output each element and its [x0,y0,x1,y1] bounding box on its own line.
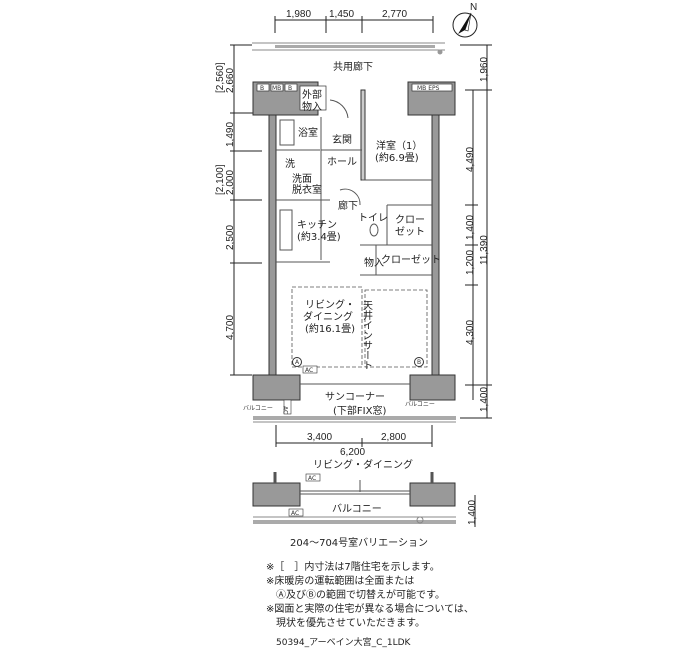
western-room-size: (約6.9畳) [375,151,419,164]
dim-right-6: 1,400 [479,387,490,412]
variation-caption: 204〜704号室バリエーション [290,536,428,549]
compass-label: N [470,2,477,13]
washer-label: 洗 [285,158,295,170]
dim-top-2: 1,450 [329,9,354,20]
outdoor-storage-label-1: 外部 [302,88,322,101]
zone-b-label: B [417,359,421,366]
balcony-railing [253,416,456,423]
north-compass-icon [452,12,478,38]
mb-label: MB [272,85,281,92]
right-dimension-line [460,44,492,419]
zone-a-label: A [295,359,300,366]
note-1: ※［ ］内寸法は7階住宅を示します。 [266,562,440,573]
balcony-left-label: バルコニー [243,405,273,412]
variation-dimension: 1,400 [467,500,478,525]
dim-left-3b: 2,000 [225,170,236,195]
western-room-label: 洋室（1） [376,139,422,152]
variation-living-label: リビング・ダイニング [313,458,413,471]
bathroom-label: 浴室 [298,126,318,139]
b-label-1: B [260,85,264,92]
dim-left-2: 1,490 [225,122,236,147]
storage-label: 物入 [364,256,384,269]
hallway-label: 廊下 [338,199,358,212]
left-dimension-line [230,44,262,376]
corridor-label: 共用廊下 [333,60,373,73]
living-size: (約16.1畳) [305,322,355,335]
entrance-label: 玄関 [332,133,352,146]
note-4: ※図面と実際の住宅が異なる場合については、 [266,604,474,615]
dim-right-4: 1,200 [465,250,476,275]
closet-1-label-2: ゼット [395,226,425,238]
dim-right-1: 1,960 [479,57,490,82]
living-label-1: リビング・ [305,298,355,311]
dim-bottom-total: 6,200 [340,447,365,458]
mb-eps-label: MB EPS [417,85,440,92]
kitchen-label: キッチン [297,219,337,231]
dim-bottom-1: 3,400 [307,432,332,443]
footer-id: 50394_アーベイン大宮_C_1LDK [276,638,411,648]
note-5: 現状を優先させていただきます。 [266,618,425,629]
variation-balcony-label: バルコニー [332,503,382,515]
dim-left-5: 4,700 [225,315,236,340]
washroom-label-2: 脱衣室 [292,183,322,196]
ac-vertical-label: AC [282,406,289,414]
toilet-label: トイレ [358,213,388,224]
notes: ※［ ］内寸法は7階住宅を示します。 ※床暖房の運転範囲は全面または Ⓐ及びⒷの… [266,561,474,631]
outdoor-storage-label-2: 物入 [302,100,322,113]
bottom-dimension-line [275,425,433,447]
closet-1-label-1: クロー [395,214,425,226]
dim-right-3: 1,400 [465,215,476,240]
dim-left-1a: [2,560] [215,62,226,93]
dim-left-1b: 2,660 [225,68,236,93]
living-label-2: ダイニング [303,310,353,323]
ceiling-insert-label: 天井インサート [361,300,373,370]
b-label-2: B [288,85,292,92]
dim-bottom-2: 2,800 [381,432,406,443]
ac-label: AC [305,367,313,374]
note-3: Ⓐ及びⒷの範囲で切替えが可能です。 [266,590,445,601]
dim-left-3a: [2,100] [215,164,226,195]
floor-heating-areas [291,286,428,368]
dim-top-1: 1,980 [286,9,311,20]
variation-ac-2: AC [291,510,299,517]
sun-corner-label: サンコーナー [325,391,385,403]
sun-corner-sub-label: (下部FIX窓) [333,404,386,417]
dim-right-5: 4,300 [465,320,476,345]
corridor-railing [252,42,445,55]
dim-left-4: 2,500 [225,225,236,250]
dim-right-total: 11,390 [479,235,490,265]
washroom-label-1: 洗面 [292,173,312,185]
dim-top-3: 2,770 [382,9,407,20]
closet-2-label: クローゼット [381,254,441,266]
kitchen-size: (約3.4畳) [297,230,341,243]
balcony-right-label: バルコニー [405,401,435,408]
interior-partitions [276,99,432,276]
dim-right-2: 4,490 [465,147,476,172]
top-dimension-line [274,16,434,33]
variation-ac-1: AC [308,475,316,482]
note-2: ※床暖房の運転範囲は全面または [266,576,415,587]
hall-label: ホール [327,156,357,168]
walls [252,81,456,401]
variation-plan [252,472,456,524]
